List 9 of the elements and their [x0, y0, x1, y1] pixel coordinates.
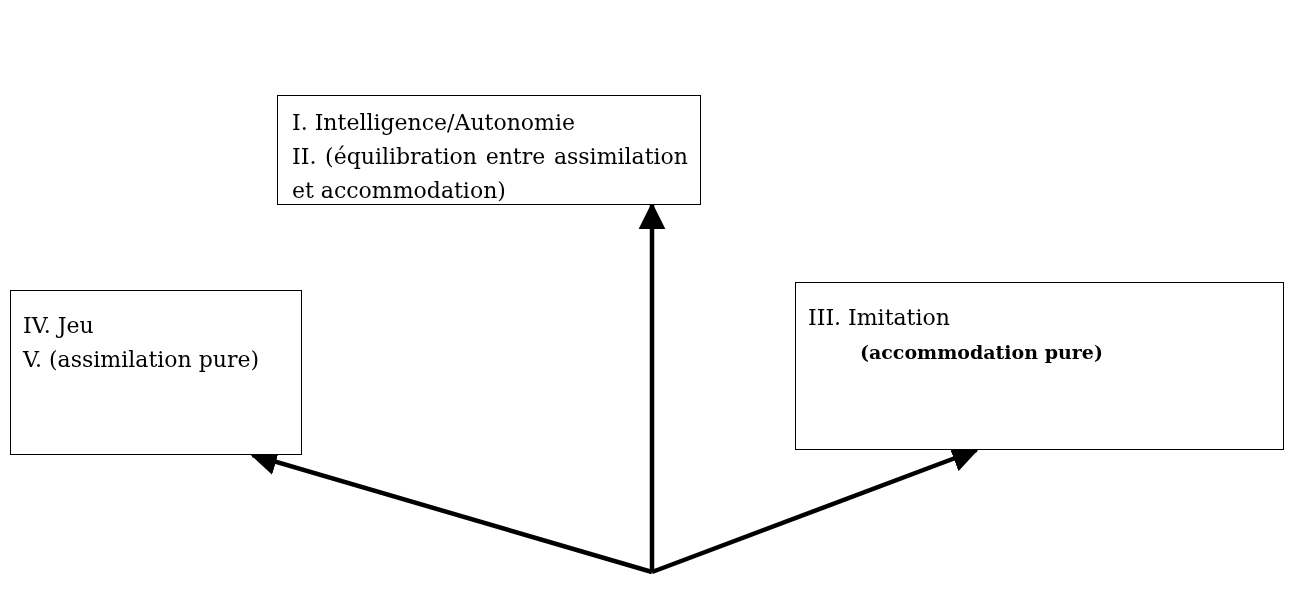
box-text: III. Imitation: [808, 304, 951, 332]
box-text: I. Intelligence/Autonomie: [292, 109, 576, 137]
text-box: [795, 282, 1284, 450]
text-box: [10, 290, 302, 455]
box-text: (accommodation pure): [860, 340, 1104, 365]
box-text: II. (équilibration entre assimilation et accommodation): [292, 143, 688, 205]
box-text: V. (assimilation pure): [23, 346, 261, 374]
box-text: IV. Jeu: [23, 312, 95, 340]
text-box: [277, 95, 701, 205]
